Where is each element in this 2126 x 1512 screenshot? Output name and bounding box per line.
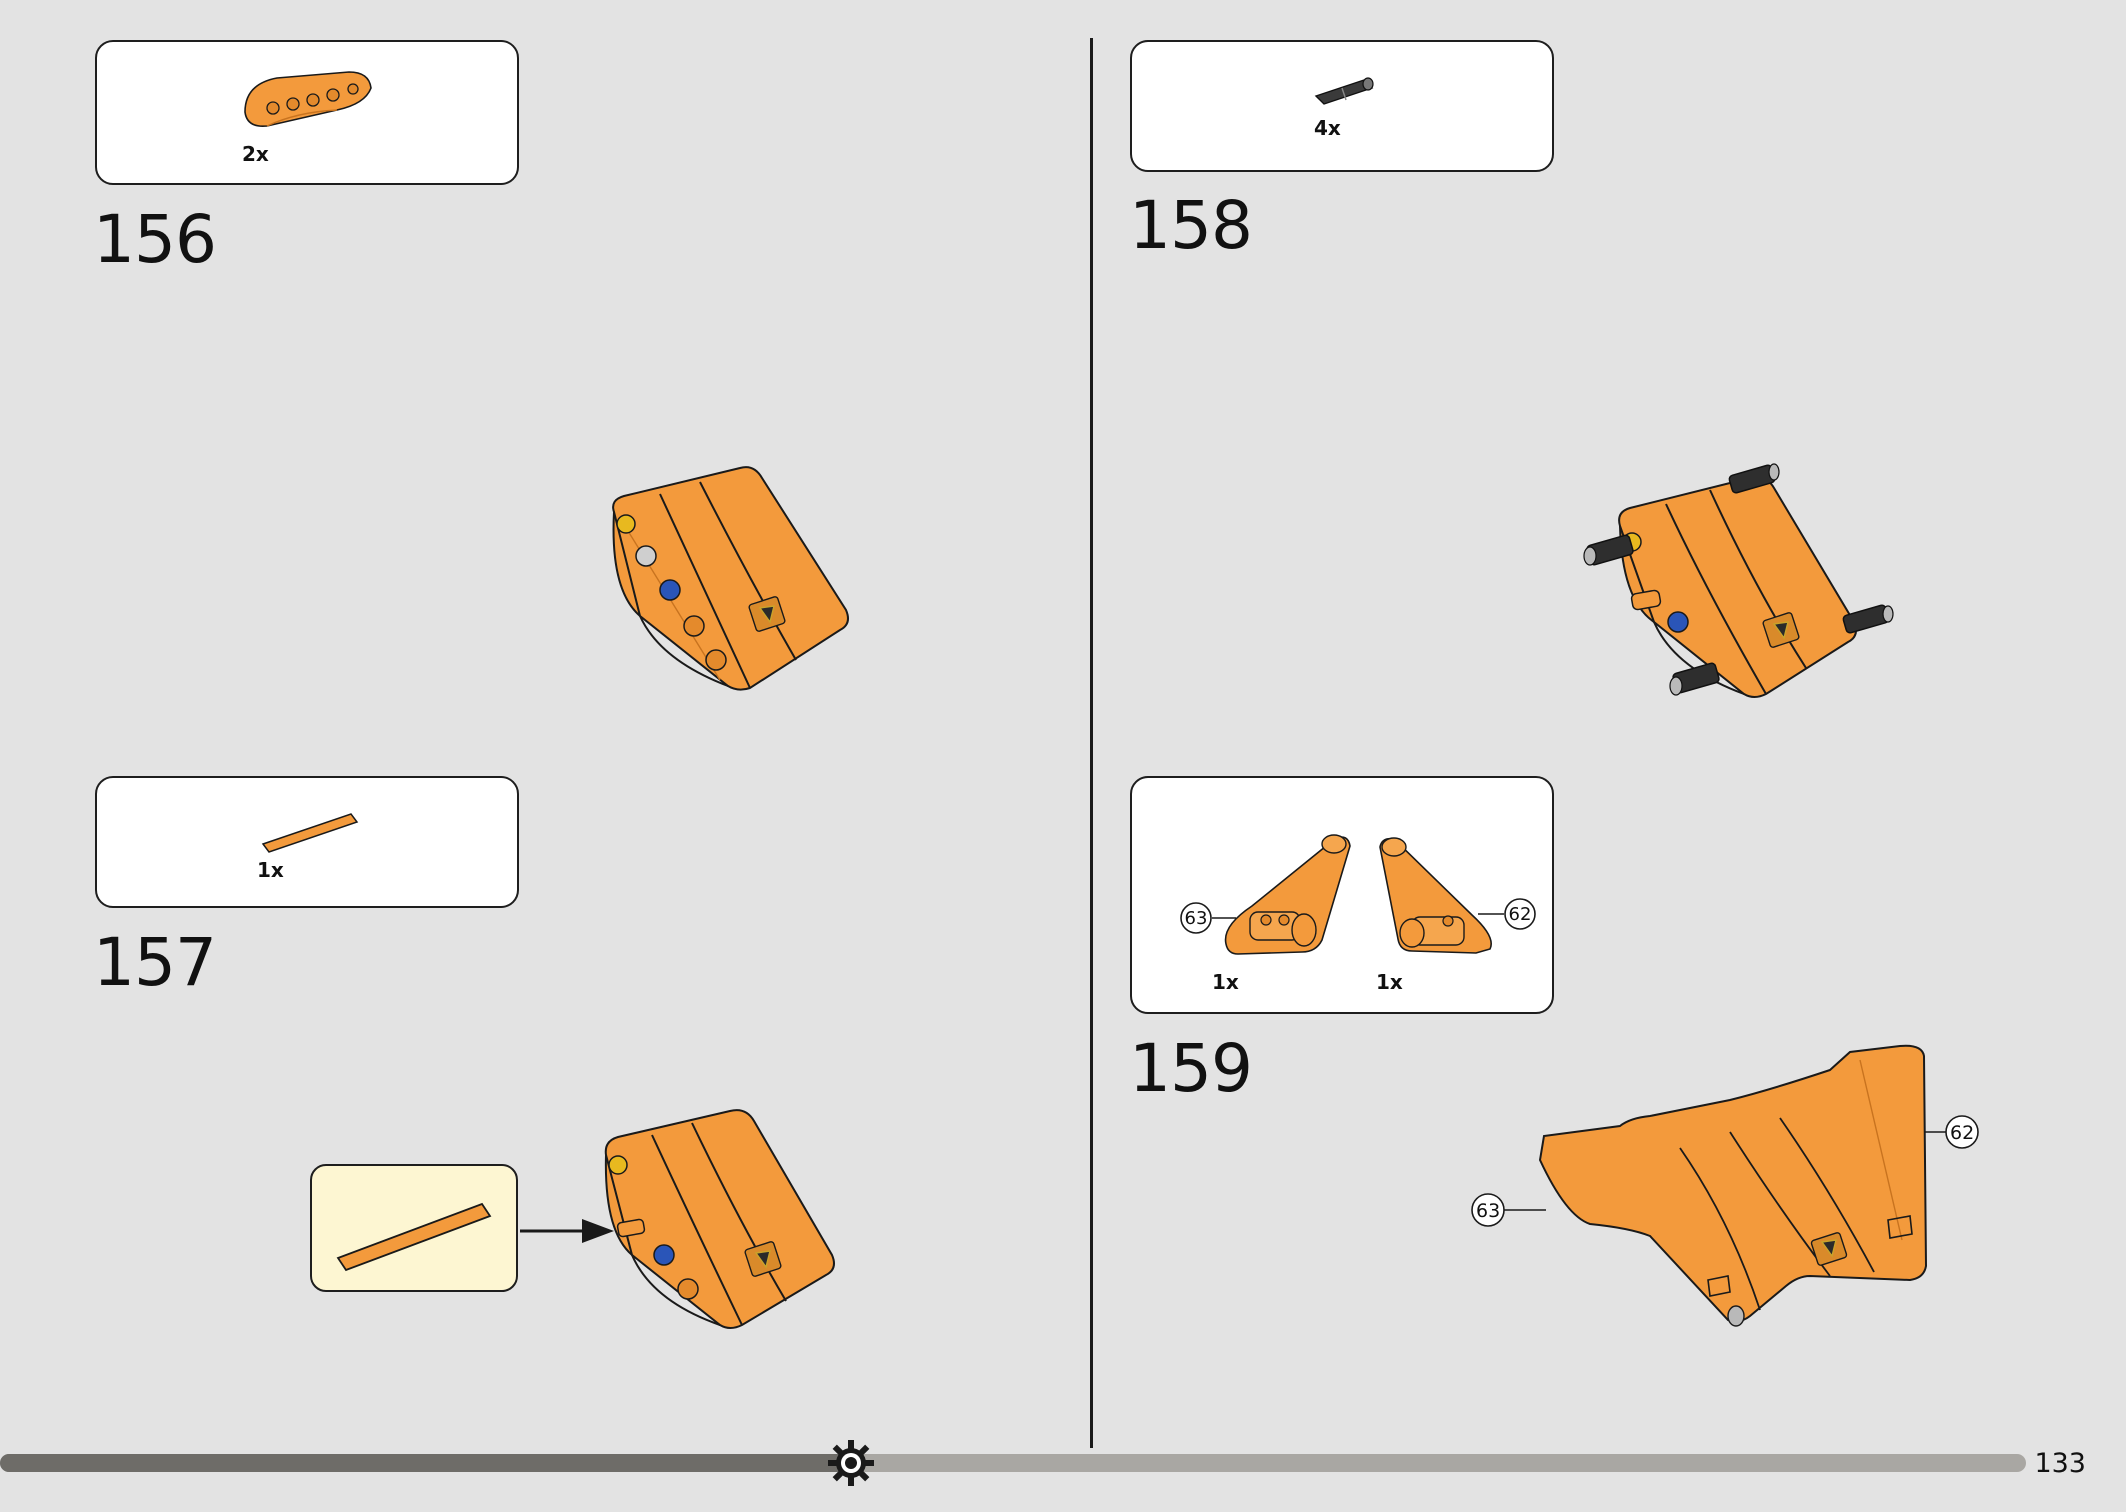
build-progress-fill <box>0 1454 851 1472</box>
part-callout-62 <box>1478 898 1536 930</box>
panel-63-icon <box>1224 834 1351 955</box>
step-number-157: 157 <box>93 924 217 1001</box>
part-callout-63 <box>1180 902 1236 934</box>
page-divider <box>1090 38 1093 1448</box>
beam-assembly-illustration <box>612 466 849 691</box>
curved-beam-icon <box>244 71 372 128</box>
axle-icon <box>336 1202 492 1272</box>
part-quantity: 1x <box>257 858 284 882</box>
parts-box-step-157: 1x <box>95 776 519 908</box>
step-number-158: 158 <box>1129 187 1253 264</box>
part-quantity: 4x <box>1314 116 1341 140</box>
step-number-159: 159 <box>1129 1030 1253 1107</box>
part-quantity: 1x <box>1212 970 1239 994</box>
insert-arrow-icon <box>520 1219 614 1243</box>
assembly-callout-63 <box>1471 1193 1546 1227</box>
parts-box-step-156: 2x <box>95 40 519 185</box>
gear-icon <box>828 1440 874 1486</box>
panel-62-icon <box>1379 837 1492 954</box>
part-quantity: 1x <box>1376 970 1403 994</box>
beam-assembly-illustration <box>604 1109 835 1329</box>
parts-box-step-158: 4x <box>1130 40 1554 172</box>
part-callout-63-label: 63 <box>1184 908 1208 929</box>
panel-assembly-illustration <box>1538 1044 1928 1327</box>
step-number-156: 156 <box>93 201 217 278</box>
beam-with-pins-illustration <box>1583 463 1894 698</box>
assembly-callout-62-label: 62 <box>1950 1122 1975 1144</box>
part-quantity: 2x <box>242 142 269 166</box>
assembly-callout-63-label: 63 <box>1476 1200 1501 1222</box>
parts-box-step-159: 63 62 1x 1x <box>1130 776 1554 1014</box>
axle-icon <box>261 813 359 853</box>
part-callout-62-label: 62 <box>1508 904 1532 925</box>
build-progress-bar <box>0 1454 2026 1472</box>
assembly-callout-62 <box>1924 1115 1979 1149</box>
page-number: 133 <box>2034 1448 2086 1479</box>
callout-axle-box <box>310 1164 518 1292</box>
connector-pin-icon <box>1314 77 1374 105</box>
